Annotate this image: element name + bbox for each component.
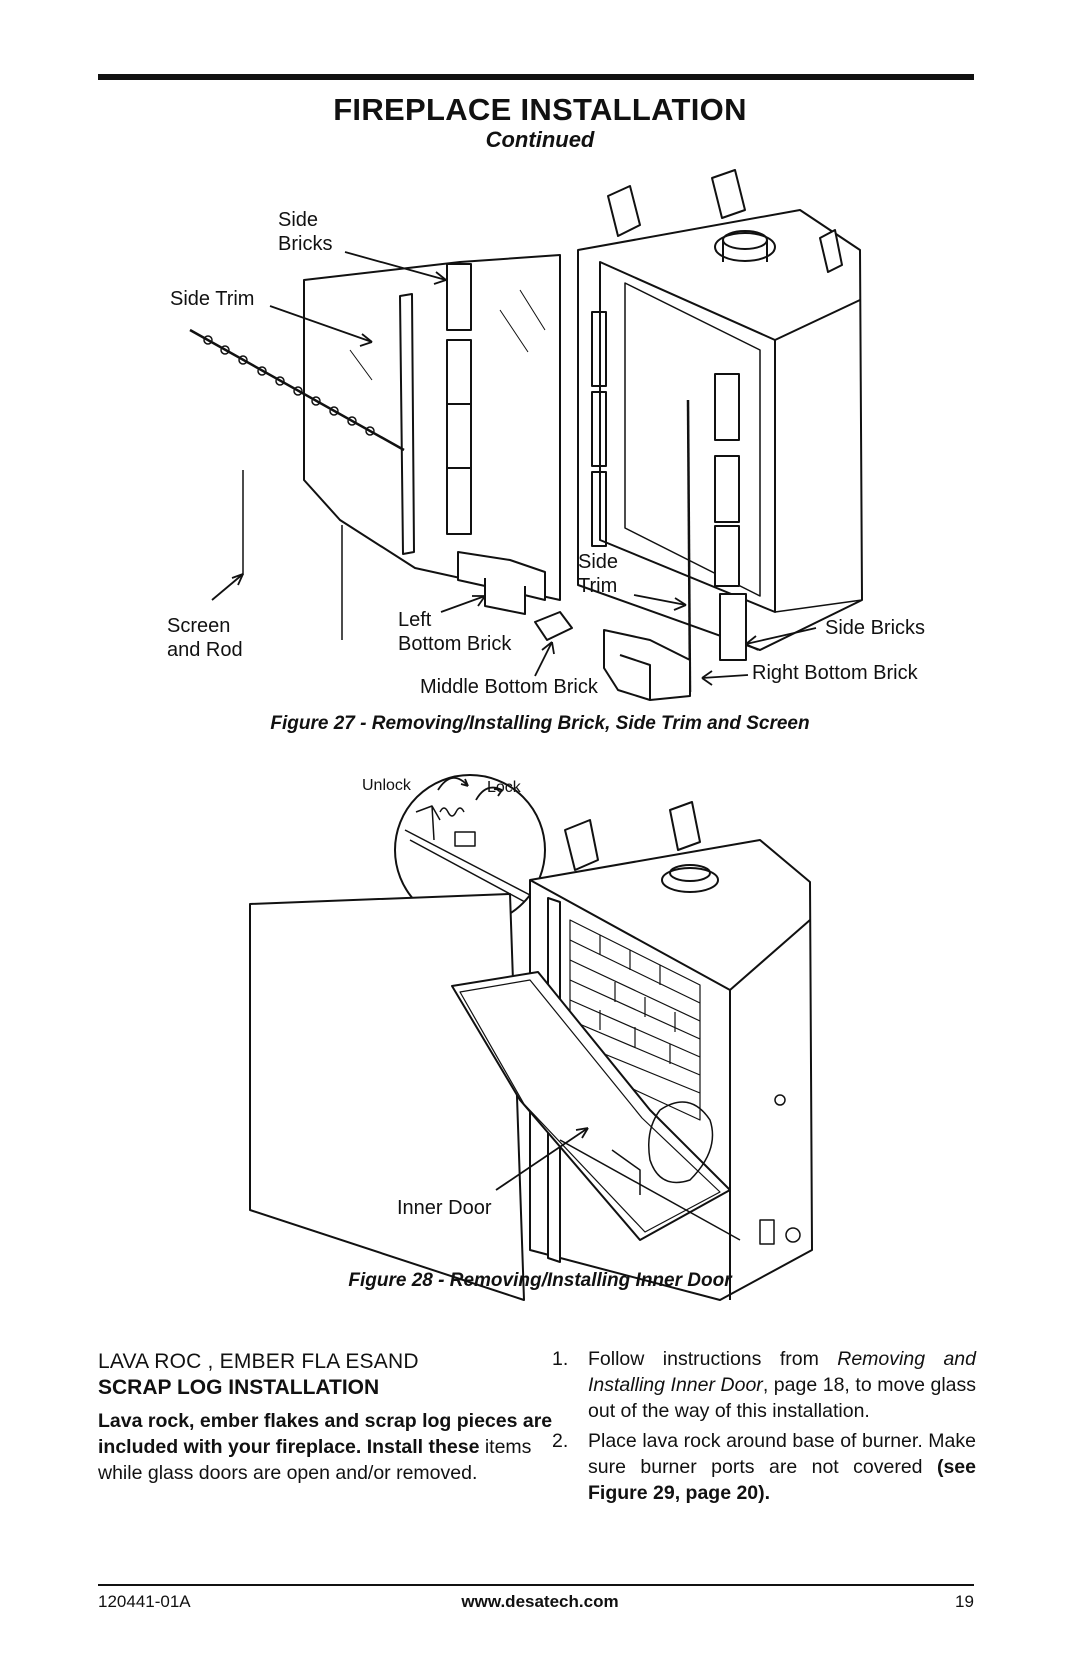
intro-regular-text: items while glass doors are open and/or … <box>98 1436 532 1484</box>
section-heading-line2: SCRAP LOG INSTALLATION <box>98 1376 380 1399</box>
page-title: FIREPLACE INSTALLATION <box>333 92 747 127</box>
list-item-text: Follow instructions from Removing and In… <box>588 1346 976 1424</box>
list-item-number: 1. <box>552 1348 569 1370</box>
label-side-bricks-top-line1: Side <box>278 209 319 231</box>
figure-28-caption: Figure 28 - Removing/Installing Inner Do… <box>348 1270 732 1291</box>
label-side-trim-right-line2: Trim <box>578 575 618 597</box>
section-heading-line1: LAVA ROC , EMBER FLA ESAND <box>98 1350 419 1373</box>
label-right-bottom-brick: Right Bottom Brick <box>752 662 918 684</box>
label-left-bottom-brick-line2: Bottom Brick <box>398 633 512 655</box>
page-subtitle: Continued <box>485 127 595 152</box>
label-side-bricks-top: Side Bricks <box>278 208 332 256</box>
label-side-trim-left: Side Trim <box>170 288 255 310</box>
figure-27-caption: Figure 27 - Removing/Installing Brick, S… <box>270 713 810 734</box>
step-2-text-a: Place lava rock around base of burner. M… <box>588 1430 976 1478</box>
label-lock: Lock <box>487 779 521 796</box>
list-item-number: 2. <box>552 1430 569 1452</box>
list-item-text: Place lava rock around base of burner. M… <box>588 1428 976 1506</box>
label-screen-and-rod-line1: Screen <box>167 615 231 637</box>
page-number: 19 <box>955 1592 974 1611</box>
label-side-bricks-top-line2: Bricks <box>278 233 333 255</box>
instruction-list: 1. Follow instructions from Removing and… <box>548 1346 976 1510</box>
step-2-text-bold: (see Figure 29, page 20). <box>588 1456 976 1504</box>
top-rule <box>98 74 974 80</box>
label-unlock: Unlock <box>362 777 411 794</box>
label-middle-bottom-brick: Middle Bottom Brick <box>420 676 598 698</box>
list-item: 2. Place lava rock around base of burner… <box>548 1428 976 1506</box>
label-side-trim-right: Side Trim <box>578 550 618 598</box>
list-item: 1. Follow instructions from Removing and… <box>548 1346 976 1424</box>
label-screen-and-rod-line2: and Rod <box>167 639 243 661</box>
intro-bold-text: Lava rock, ember flakes and scrap log pi… <box>98 1410 553 1458</box>
label-side-trim-right-line1: Side <box>578 551 619 573</box>
section-intro-paragraph: Lava rock, ember flakes and scrap log pi… <box>98 1408 558 1486</box>
label-side-bricks-right: Side Bricks <box>825 617 926 639</box>
step-1-text-italic: Removing and Installing Inner Door <box>588 1348 976 1396</box>
step-1-text-a: Follow instructions from <box>588 1348 838 1370</box>
step-1-text-b: , page 18, to move glass out of the way … <box>588 1374 977 1422</box>
label-left-bottom-brick: Left Bottom Brick <box>398 608 511 656</box>
label-inner-door: Inner Door <box>397 1197 492 1219</box>
bottom-rule <box>98 1584 974 1586</box>
label-left-bottom-brick-line1: Left <box>398 609 432 631</box>
label-screen-and-rod: Screen and Rod <box>167 614 243 662</box>
website-link[interactable]: www.desatech.com <box>461 1592 619 1611</box>
doc-number: 120441-01A <box>98 1592 191 1611</box>
